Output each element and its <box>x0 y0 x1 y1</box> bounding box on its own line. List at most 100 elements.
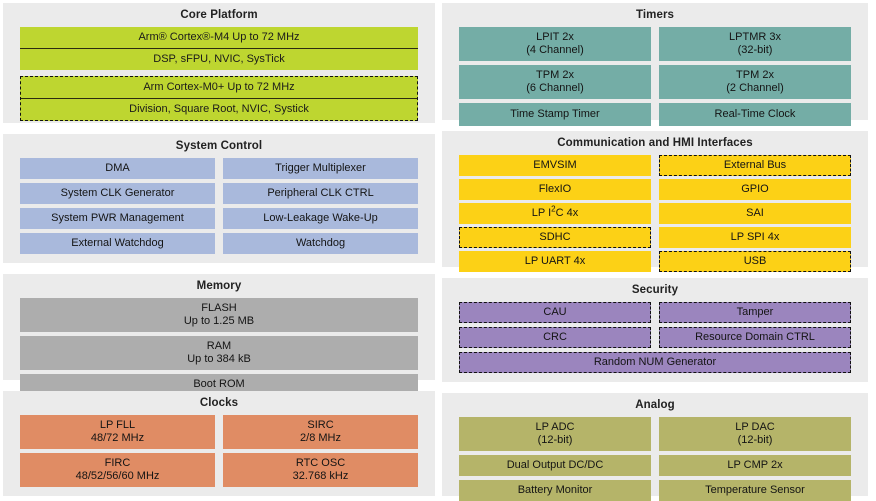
left-column: Core Platform Arm® Cortex®-M4 Up to 72 M… <box>3 3 435 496</box>
block-resource-domain-ctrl[interactable]: Resource Domain CTRL <box>659 327 851 348</box>
block-dma[interactable]: DMA <box>20 158 215 179</box>
cortex-m4-speed: Up to 72 MHz <box>232 31 300 43</box>
block-watchdog[interactable]: Watchdog <box>223 233 418 254</box>
panel-title-analog: Analog <box>635 399 675 411</box>
security-row: CAU Tamper <box>459 302 851 323</box>
lp-adc-detail: (12-bit) <box>537 434 573 446</box>
block-lp-cmp[interactable]: LP CMP 2x <box>659 455 851 476</box>
block-system-clk-generator[interactable]: System CLK Generator <box>20 183 215 204</box>
block-flash[interactable]: FLASH Up to 1.25 MB <box>20 298 418 332</box>
panel-title-clocks: Clocks <box>199 397 239 409</box>
panel-title-security: Security <box>631 284 679 296</box>
system-control-row: System CLK Generator Peripheral CLK CTRL <box>20 183 418 204</box>
block-peripheral-clk-ctrl[interactable]: Peripheral CLK CTRL <box>223 183 418 204</box>
system-control-row: External Watchdog Watchdog <box>20 233 418 254</box>
block-tpm-6channel[interactable]: TPM 2x (6 Channel) <box>459 65 651 99</box>
timers-row: TPM 2x (6 Channel) TPM 2x (2 Channel) <box>459 65 851 99</box>
block-battery-monitor[interactable]: Battery Monitor <box>459 480 651 501</box>
lp-dac-detail: (12-bit) <box>737 434 773 446</box>
block-lptmr[interactable]: LPTMR 3x (32-bit) <box>659 27 851 61</box>
communication-row: FlexIO GPIO <box>459 179 851 200</box>
panel-communication-hmi: Communication and HMI Interfaces EMVSIM … <box>442 131 868 272</box>
block-cau[interactable]: CAU <box>459 302 651 323</box>
lp-dac-label: LP DAC <box>735 421 775 433</box>
timers-row: LPIT 2x (4 Channel) LPTMR 3x (32-bit) <box>459 27 851 61</box>
cortex-m4-name: Arm® Cortex®-M4 <box>138 31 230 43</box>
block-flexio[interactable]: FlexIO <box>459 179 651 200</box>
firc-label: FIRC <box>104 457 131 469</box>
block-low-leakage-wake-up[interactable]: Low-Leakage Wake-Up <box>223 208 418 229</box>
rtc-osc-freq: 32.768 kHz <box>292 470 349 482</box>
block-dual-output-dcdc[interactable]: Dual Output DC/DC <box>459 455 651 476</box>
panel-title-communication-hmi: Communication and HMI Interfaces <box>557 137 753 149</box>
lp-fll-freq: 48/72 MHz <box>90 432 145 444</box>
timers-rows: LPIT 2x (4 Channel) LPTMR 3x (32-bit) TP… <box>459 27 851 126</box>
tpm-2channel-detail: (2 Channel) <box>726 82 784 94</box>
block-system-pwr-management[interactable]: System PWR Management <box>20 208 215 229</box>
block-time-stamp-timer[interactable]: Time Stamp Timer <box>459 103 651 126</box>
sirc-freq: 2/8 MHz <box>300 432 341 444</box>
communication-row: LP UART 4x USB <box>459 251 851 272</box>
lptmr-label: LPTMR 3x <box>729 31 781 43</box>
lp-adc-label: LP ADC <box>535 421 575 433</box>
communication-rows: EMVSIM External Bus FlexIO GPIO LP I2C 4… <box>459 155 851 272</box>
block-sdhc[interactable]: SDHC <box>459 227 651 248</box>
panel-system-control: System Control DMA Trigger Multiplexer S… <box>3 134 435 263</box>
block-lpit[interactable]: LPIT 2x (4 Channel) <box>459 27 651 61</box>
block-lp-i2c[interactable]: LP I2C 4x <box>459 203 651 224</box>
block-sirc[interactable]: SIRC 2/8 MHz <box>223 415 418 449</box>
tpm-6channel-label: TPM 2x <box>536 69 574 81</box>
block-gpio[interactable]: GPIO <box>659 179 851 200</box>
block-random-num-generator[interactable]: Random NUM Generator <box>459 352 851 373</box>
communication-row: EMVSIM External Bus <box>459 155 851 176</box>
security-row: CRC Resource Domain CTRL <box>459 327 851 348</box>
block-tpm-2channel[interactable]: TPM 2x (2 Channel) <box>659 65 851 99</box>
cortex-m0plus-heading: Arm Cortex-M0+ Up to 72 MHz <box>21 77 417 99</box>
block-emvsim[interactable]: EMVSIM <box>459 155 651 176</box>
core-platform-blocks: Arm® Cortex®-M4 Up to 72 MHz DSP, sFPU, … <box>20 27 418 121</box>
block-lp-fll[interactable]: LP FLL 48/72 MHz <box>20 415 215 449</box>
security-rows: CAU Tamper CRC Resource Domain CTRL Rand… <box>459 302 851 373</box>
ram-size: Up to 384 kB <box>187 353 251 365</box>
block-lp-adc[interactable]: LP ADC (12-bit) <box>459 417 651 451</box>
clocks-rows: LP FLL 48/72 MHz SIRC 2/8 MHz FIRC 48/52… <box>20 415 418 487</box>
core-block-cortex-m4[interactable]: Arm® Cortex®-M4 Up to 72 MHz DSP, sFPU, … <box>20 27 418 70</box>
ram-label: RAM <box>206 340 232 352</box>
block-ram[interactable]: RAM Up to 384 kB <box>20 336 418 370</box>
panel-analog: Analog LP ADC (12-bit) LP DAC (12-bit) D… <box>442 393 868 501</box>
block-tamper[interactable]: Tamper <box>659 302 851 323</box>
panel-title-timers: Timers <box>635 9 675 21</box>
block-rtc-osc[interactable]: RTC OSC 32.768 kHz <box>223 453 418 487</box>
lpit-detail: (4 Channel) <box>526 44 584 56</box>
block-trigger-multiplexer[interactable]: Trigger Multiplexer <box>223 158 418 179</box>
mcu-block-diagram: Core Platform Arm® Cortex®-M4 Up to 72 M… <box>3 3 868 501</box>
panel-core-platform: Core Platform Arm® Cortex®-M4 Up to 72 M… <box>3 3 435 123</box>
block-external-watchdog[interactable]: External Watchdog <box>20 233 215 254</box>
right-column: Timers LPIT 2x (4 Channel) LPTMR 3x (32-… <box>442 3 868 501</box>
block-external-bus[interactable]: External Bus <box>659 155 851 176</box>
block-sai[interactable]: SAI <box>659 203 851 224</box>
clocks-row: FIRC 48/52/56/60 MHz RTC OSC 32.768 kHz <box>20 453 418 487</box>
panel-title-core-platform: Core Platform <box>180 9 258 21</box>
block-crc[interactable]: CRC <box>459 327 651 348</box>
cortex-m0plus-name: Arm Cortex-M0+ <box>143 81 225 93</box>
lptmr-detail: (32-bit) <box>737 44 773 56</box>
block-lp-spi[interactable]: LP SPI 4x <box>659 227 851 248</box>
panel-clocks: Clocks LP FLL 48/72 MHz SIRC 2/8 MHz FIR… <box>3 391 435 496</box>
block-usb[interactable]: USB <box>659 251 851 272</box>
timers-row: Time Stamp Timer Real-Time Clock <box>459 103 851 126</box>
analog-row: Dual Output DC/DC LP CMP 2x <box>459 455 851 476</box>
block-real-time-clock[interactable]: Real-Time Clock <box>659 103 851 126</box>
analog-row: LP ADC (12-bit) LP DAC (12-bit) <box>459 417 851 451</box>
cortex-m0plus-features: Division, Square Root, NVIC, Systick <box>129 103 309 115</box>
block-lp-uart[interactable]: LP UART 4x <box>459 251 651 272</box>
firc-freq: 48/52/56/60 MHz <box>75 470 160 482</box>
rtc-osc-label: RTC OSC <box>295 457 346 469</box>
block-firc[interactable]: FIRC 48/52/56/60 MHz <box>20 453 215 487</box>
block-lp-dac[interactable]: LP DAC (12-bit) <box>659 417 851 451</box>
block-temperature-sensor[interactable]: Temperature Sensor <box>659 480 851 501</box>
core-block-cortex-m0plus[interactable]: Arm Cortex-M0+ Up to 72 MHz Division, Sq… <box>20 76 418 121</box>
panel-title-memory: Memory <box>196 280 242 292</box>
panel-title-system-control: System Control <box>175 140 263 152</box>
tpm-2channel-label: TPM 2x <box>736 69 774 81</box>
